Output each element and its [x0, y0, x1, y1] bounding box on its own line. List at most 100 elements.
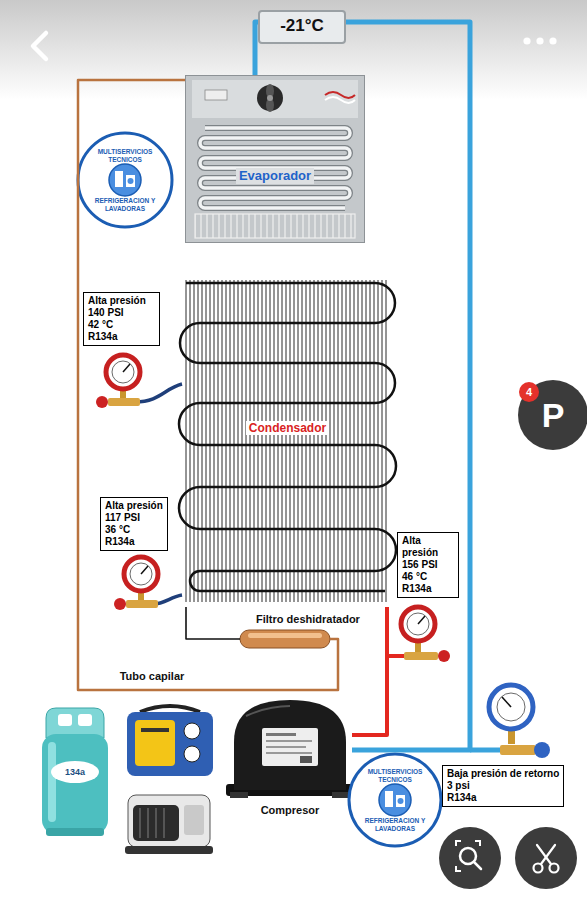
compressor-illustration: [226, 700, 354, 798]
pressure-reading: Baja presión de retorno: [447, 768, 559, 780]
condenser-illustration: [184, 280, 388, 602]
low-pressure-gauge: [508, 730, 515, 744]
recovery-machine: [127, 706, 213, 776]
logo-text: REFRIGERACION Y LAVADORAS: [358, 817, 432, 833]
low-pressure-gauge: [534, 742, 550, 758]
high-pressure-gauge: [96, 396, 108, 408]
pressure-reading: 140 PSI: [88, 307, 155, 319]
pressure-reading: 156 PSI: [402, 559, 454, 571]
compressor-illustration: [262, 728, 318, 766]
company-logo: [109, 164, 141, 196]
company-logo: [396, 795, 405, 807]
high-pressure-gauge: [388, 607, 450, 662]
high-pressure-gauge: [407, 613, 429, 635]
high-pressure-gauge: [141, 566, 148, 574]
vacuum-pump: [155, 808, 157, 838]
filter-drier-illustration: [240, 630, 330, 648]
evaporator-illustration: [257, 85, 283, 111]
recovery-machine: [140, 706, 200, 712]
pressure-reading: R134a: [402, 583, 454, 595]
evaporator: Evaporador: [185, 75, 365, 243]
pressure-reading: R134a: [105, 536, 163, 548]
vacuum-pump: [125, 795, 213, 854]
vacuum-pump: [133, 805, 179, 841]
high-pressure-gauge: [108, 398, 140, 406]
high-pressure-gauge: [114, 598, 126, 610]
pressure-reading: R134a: [447, 792, 559, 804]
compressor-illustration: [266, 733, 296, 736]
vacuum-pump: [139, 808, 141, 838]
temperature-display: -21°C: [258, 10, 346, 44]
pressure-reading: 36 °C: [105, 524, 163, 536]
refrigerant-cylinder: [78, 714, 92, 726]
company-logo: [78, 133, 172, 227]
compressor-illustration: [234, 700, 346, 790]
high-pressure-gauge: [438, 650, 450, 662]
company-logo: [126, 175, 135, 187]
vacuum-pump: [147, 808, 149, 838]
refrigerant-cylinder: [42, 708, 108, 836]
evaporator-illustration: [200, 128, 350, 208]
evaporator-illustration: [185, 75, 365, 243]
filter-drier: Filtro deshidratador: [240, 628, 330, 650]
app-top-bar: [536, 37, 543, 44]
evaporator-illustration: [325, 97, 355, 103]
condenser: Condensador: [180, 275, 395, 607]
low-pressure-gauge: [500, 745, 536, 755]
compressor-illustration: [332, 792, 350, 798]
evaporator-illustration: [195, 214, 355, 238]
company-logo: [349, 754, 441, 846]
pressure-readout: Alta presión140 PSI42 °CR134a: [83, 292, 160, 346]
refrigerant-cylinder: [48, 742, 56, 822]
pressure-reading: Alta presión: [88, 295, 155, 307]
company-logo: [385, 791, 393, 807]
part-name: Filtro deshidratador: [254, 612, 362, 626]
high-pressure-gauge: [401, 607, 435, 641]
suction-line: [255, 22, 470, 750]
refrigerant-cylinder: [46, 708, 104, 738]
recovery-machine: [184, 746, 200, 762]
vacuum-pump: [163, 808, 165, 838]
pressure-reading: 42 °C: [88, 319, 155, 331]
pipe-label: Tubo capilar: [118, 669, 187, 683]
app-buttons: [456, 841, 480, 871]
evaporator-illustration: [200, 128, 350, 208]
app-buttons: [515, 827, 577, 889]
high-pressure-gauge: [114, 557, 182, 610]
vacuum-pump: [128, 795, 210, 847]
evaporator-illustration: [267, 95, 273, 101]
high-pressure-gauge: [106, 355, 140, 389]
app-top-bar: [549, 37, 556, 44]
logo-text: REFRIGERACION Y LAVADORAS: [88, 197, 162, 213]
part-name: Compresor: [259, 803, 322, 817]
pressure-reading: 117 PSI: [105, 512, 163, 524]
high-pressure-gauge: [135, 384, 182, 402]
recovery-machine: [141, 728, 169, 732]
app-buttons: [439, 827, 501, 889]
low-pressure-gauge: [502, 697, 511, 707]
pressure-readout: Alta presión117 PSI36 °CR134a: [100, 497, 168, 551]
pressure-readout: Alta presión156 PSI46 °CR134a: [397, 532, 459, 598]
discharge-pipe: [352, 607, 387, 735]
pressure-reading: R134a: [88, 331, 155, 343]
pressure-reading: Alta presión: [105, 500, 163, 512]
condenser-illustration: [179, 283, 396, 591]
company-logo: [379, 784, 411, 816]
app-top-bar: [33, 33, 46, 59]
app-buttons: [474, 862, 481, 869]
company-logo: [398, 798, 404, 804]
refrigerant-cylinder: [42, 734, 108, 834]
high-pressure-gauge: [96, 355, 182, 408]
company-logo: [115, 171, 123, 187]
high-pressure-gauge: [112, 361, 134, 383]
compressor-illustration: [266, 740, 312, 742]
evaporator-illustration: [192, 80, 358, 118]
high-pressure-gauge: [404, 652, 438, 660]
refrigerant-label: 134a: [53, 767, 97, 778]
app-buttons: [537, 845, 551, 864]
pressure-readout: Baja presión de retorno3 psiR134a: [442, 765, 564, 807]
part-name: Condensador: [246, 421, 329, 435]
app-top-bar: [523, 37, 530, 44]
